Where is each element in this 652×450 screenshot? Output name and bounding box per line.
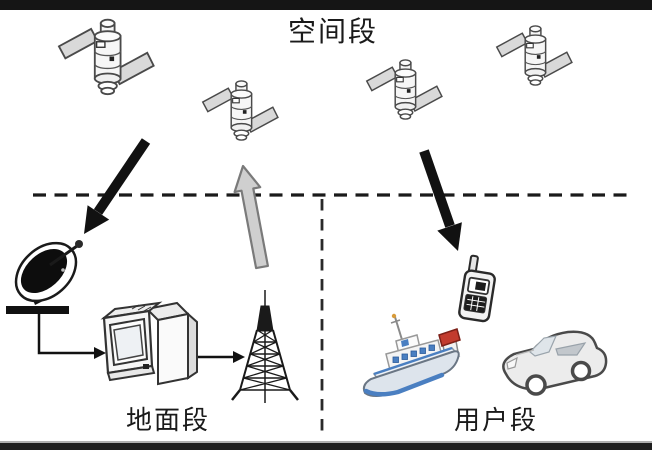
ship-funnel bbox=[438, 328, 461, 347]
user-segment-label: 用户段 bbox=[453, 406, 538, 436]
car-wheel bbox=[570, 360, 592, 382]
antenna-mount-bar bbox=[6, 306, 69, 314]
lattice-tower-icon bbox=[231, 290, 299, 403]
space-segment-label: 空间段 bbox=[287, 15, 378, 48]
satellite-icon bbox=[496, 25, 573, 86]
ship-icon bbox=[362, 313, 461, 397]
car-icon bbox=[502, 330, 608, 396]
downlink-arrow-to-user bbox=[419, 149, 462, 251]
dish-antenna-icon bbox=[6, 240, 83, 314]
top-frame-bar bbox=[0, 0, 652, 10]
computer-to-tower-connector bbox=[198, 351, 245, 363]
car-wheel bbox=[525, 374, 547, 396]
satellite-icon bbox=[57, 18, 155, 96]
bottom-frame-bar bbox=[0, 441, 652, 450]
satellite-icon bbox=[201, 80, 279, 141]
satellite-icon bbox=[366, 59, 443, 120]
ground-segment-label: 地面段 bbox=[125, 406, 210, 436]
downlink-arrow-to-ground bbox=[84, 138, 151, 234]
handheld-receiver-icon bbox=[458, 254, 496, 323]
dish-to-computer-connector bbox=[37, 314, 106, 359]
computer-icon bbox=[100, 301, 198, 386]
uplink-arrow-from-ground bbox=[233, 164, 269, 270]
